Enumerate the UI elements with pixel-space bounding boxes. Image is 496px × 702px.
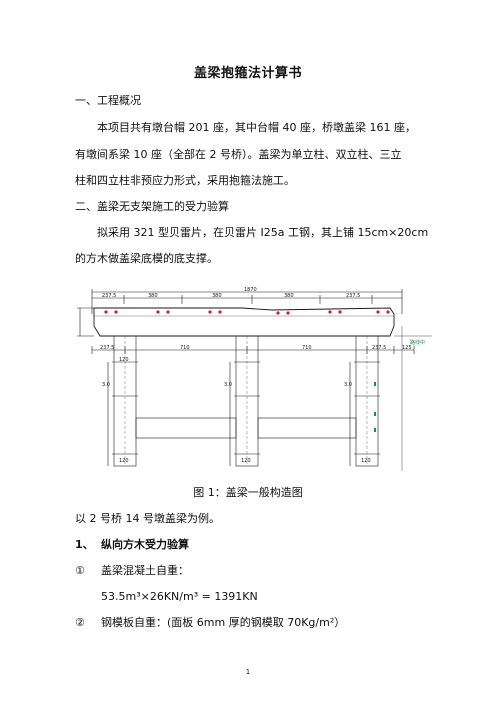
dim-total-label: 1870 xyxy=(244,287,257,293)
dim-lower-2: 710 xyxy=(180,345,190,351)
capbeam-structure-drawing: 1870 237.5 380 380 380 237.5 237.5 710 7… xyxy=(77,287,432,471)
height-label-middle: 3.0 xyxy=(224,382,232,388)
page-number: 1 xyxy=(245,668,251,676)
figure-caption: 图 1：盖梁一般构造图 xyxy=(193,486,303,499)
tie-beam-right xyxy=(257,417,357,439)
section-2-text-line-2: 的方木做盖梁底模的底支撑。 xyxy=(75,252,218,265)
dim-seg-4: 380 xyxy=(284,293,294,299)
section-2-text-line-1: 拟采用 321 型贝雷片，在贝雷片 I25a 工钢，其上铺 15cm×20cm xyxy=(97,226,429,239)
item-1-number: ① xyxy=(75,564,85,577)
subsection-1-heading: 1、纵向方木受力验算 xyxy=(75,538,189,552)
cap-beam-outline xyxy=(93,307,395,337)
subsection-1-title: 纵向方木受力验算 xyxy=(101,538,189,551)
dim-lower-5: 125 xyxy=(402,345,412,351)
item-1: ① 盖梁混凝土自重： xyxy=(75,564,189,578)
dim-lower-3: 710 xyxy=(302,345,312,351)
item-2-text: 钢模板自重：(面板 6mm 厚的钢模取 70Kg/m²） xyxy=(101,616,346,629)
section-1-text-line-3: 柱和四立柱非预应力形式，采用抱箍法施工。 xyxy=(75,174,295,187)
height-label-left: 3.0 xyxy=(102,382,110,388)
dim-seg-1: 237.5 xyxy=(102,293,116,299)
section-2-heading: 二、盖梁无支架施工的受力验算 xyxy=(75,200,229,213)
dim-lower-4: 237.5 xyxy=(372,345,386,351)
dim-lower-1: 237.5 xyxy=(100,345,114,351)
height-label-right: 3.0 xyxy=(344,382,352,388)
section-1-text-line-1: 本项目共有墩台帽 201 座，其中台帽 40 座，桥墩盖梁 161 座， xyxy=(97,121,416,134)
col-label-middle: 120 xyxy=(241,458,251,464)
section-1-text-line-2: 有墩间系梁 10 座（全部在 2 号桥）。盖梁为单立柱、双立柱、三立 xyxy=(75,148,402,161)
example-line: 以 2 号桥 14 号墩盖梁为例。 xyxy=(75,512,220,525)
item-1-text: 盖梁混凝土自重： xyxy=(101,564,189,577)
tie-beam-left xyxy=(135,417,237,439)
item-2-number: ② xyxy=(75,616,85,629)
col-label-left-top: 120 xyxy=(119,357,129,363)
section-1-heading: 一、工程概况 xyxy=(75,94,141,107)
dim-seg-2: 380 xyxy=(148,293,158,299)
dim-seg-5: 237.5 xyxy=(346,293,360,299)
dim-seg-3: 380 xyxy=(212,293,222,299)
item-1-formula: 53.5m³×26KN/m³ = 1391KN xyxy=(101,590,258,603)
col-label-right: 120 xyxy=(361,458,371,464)
side-label: 路线中 xyxy=(410,339,425,346)
subsection-1-number: 1、 xyxy=(75,538,94,551)
item-2: ② 钢模板自重：(面板 6mm 厚的钢模取 70Kg/m²） xyxy=(75,616,345,630)
document-title: 盖梁抱箍法计算书 xyxy=(193,66,302,81)
col-label-left: 120 xyxy=(119,458,129,464)
